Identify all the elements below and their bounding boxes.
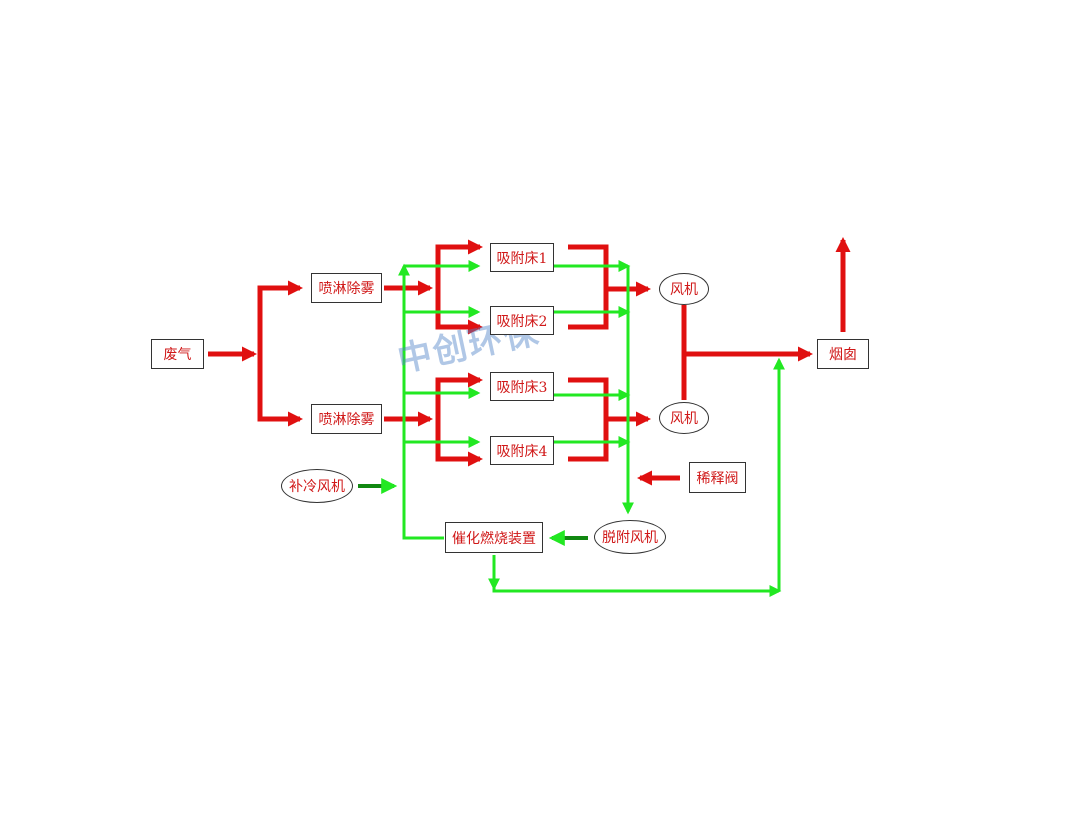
combustion-to-chimney-line bbox=[492, 555, 779, 593]
desorption-flow-lines bbox=[358, 260, 785, 597]
node-adsorption-bed-4: 吸附床4 bbox=[490, 436, 554, 465]
bed-1-2-outlet-bracket bbox=[568, 244, 609, 330]
node-fan-1: 风机 bbox=[659, 273, 709, 305]
node-fan-2: 风机 bbox=[659, 402, 709, 434]
node-desorption-fan: 脱附风机 bbox=[594, 520, 666, 554]
node-adsorption-bed-3: 吸附床3 bbox=[490, 372, 554, 401]
node-adsorption-bed-1: 吸附床1 bbox=[490, 243, 554, 272]
node-dilution-valve: 稀释阀 bbox=[689, 462, 746, 493]
node-adsorption-bed-2: 吸附床2 bbox=[490, 306, 554, 335]
node-waste-gas: 废气 bbox=[151, 339, 204, 369]
node-spray-demist-2: 喷淋除雾 bbox=[311, 404, 382, 434]
node-cool-air-fan: 补冷风机 bbox=[281, 469, 353, 503]
split-bracket bbox=[257, 285, 298, 422]
bed-3-4-outlet-bracket bbox=[568, 377, 609, 462]
node-spray-demist-1: 喷淋除雾 bbox=[311, 273, 382, 303]
node-chimney: 烟囱 bbox=[817, 339, 869, 369]
return-loop-line bbox=[402, 268, 444, 540]
node-catalytic-combustion: 催化燃烧装置 bbox=[445, 522, 543, 553]
bed-1-2-inlet-bracket bbox=[435, 244, 478, 330]
